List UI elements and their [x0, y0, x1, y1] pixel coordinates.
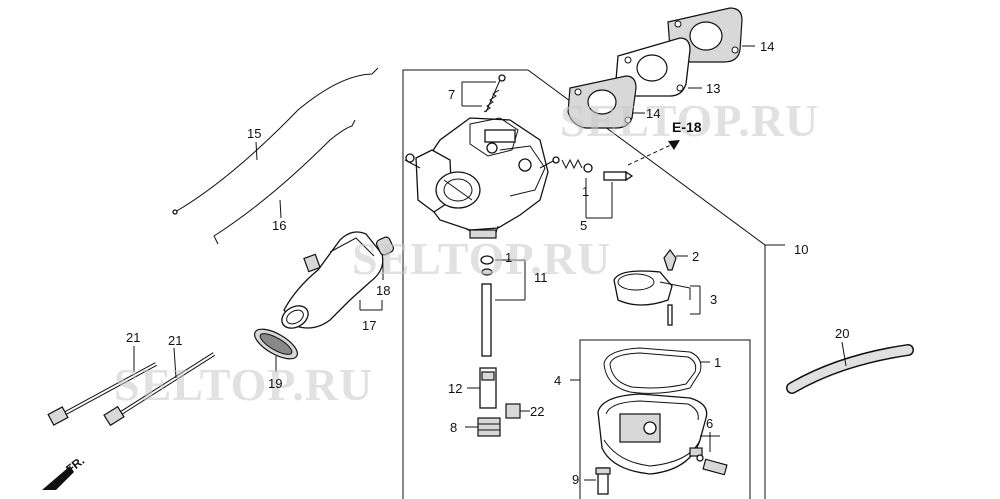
callout-7: 7 — [448, 87, 455, 102]
section-ref-label: E-18 — [672, 119, 702, 135]
callout-8: 8 — [450, 420, 457, 435]
plug-22 — [505, 403, 530, 419]
drain-screw-6 — [696, 432, 728, 476]
rod-16 — [213, 119, 356, 245]
emulsion-tube-11 — [480, 255, 526, 357]
jet-holder-8 — [465, 417, 501, 437]
callout-11: 11 — [534, 270, 548, 285]
float-chamber-gasket — [603, 347, 710, 394]
section-ref-arrow — [627, 140, 680, 166]
callout-3: 3 — [710, 292, 717, 307]
hose-20 — [786, 341, 914, 394]
callout-1-a: 1 — [582, 184, 589, 199]
main-jet-12 — [467, 367, 497, 409]
callout-17: 17 — [362, 318, 376, 333]
callout-16: 16 — [272, 218, 286, 233]
callout-20: 20 — [835, 326, 849, 341]
collar-18 — [375, 236, 395, 280]
gasket-14-bottom — [567, 75, 637, 129]
callout-9: 9 — [572, 472, 579, 487]
callout-10: 10 — [794, 242, 808, 257]
callout-18: 18 — [376, 283, 390, 298]
callout-1-c: 1 — [714, 355, 721, 370]
bolt-9 — [584, 467, 611, 495]
callout-4: 4 — [554, 373, 561, 388]
screw-7 — [461, 74, 506, 113]
front-arrow — [42, 466, 74, 490]
float-3 — [613, 270, 701, 326]
callout-1-b: 1 — [505, 250, 512, 265]
callout-15: 15 — [247, 126, 261, 141]
callout-19: 19 — [268, 376, 282, 391]
float-valve-2 — [663, 249, 688, 271]
watermark-bottom: SELTOP.RU — [114, 359, 373, 410]
callout-14-top: 14 — [760, 39, 774, 54]
filter-screen-19 — [254, 328, 298, 372]
float-chamber-bracket-4 — [570, 339, 751, 499]
carburetor-body — [404, 117, 560, 239]
watermark-middle: SELTOP.RU — [352, 233, 611, 284]
bolt-21-b — [103, 347, 216, 427]
float-chamber — [597, 393, 708, 475]
rod-15 — [172, 67, 379, 215]
callout-6: 6 — [706, 416, 713, 431]
callout-21-b: 21 — [168, 333, 182, 348]
callout-2: 2 — [692, 249, 699, 264]
pilot-screw-set — [561, 158, 634, 219]
assembly-bracket-10 — [402, 69, 785, 499]
callout-22: 22 — [530, 404, 544, 419]
callout-5: 5 — [580, 218, 587, 233]
bolt-21-a — [47, 346, 157, 426]
callout-12: 12 — [448, 381, 462, 396]
watermark-top: SELTOP.RU — [560, 95, 819, 146]
callout-21-a: 21 — [126, 330, 140, 345]
callout-13: 13 — [706, 81, 720, 96]
callout-14-bottom: 14 — [646, 106, 660, 121]
